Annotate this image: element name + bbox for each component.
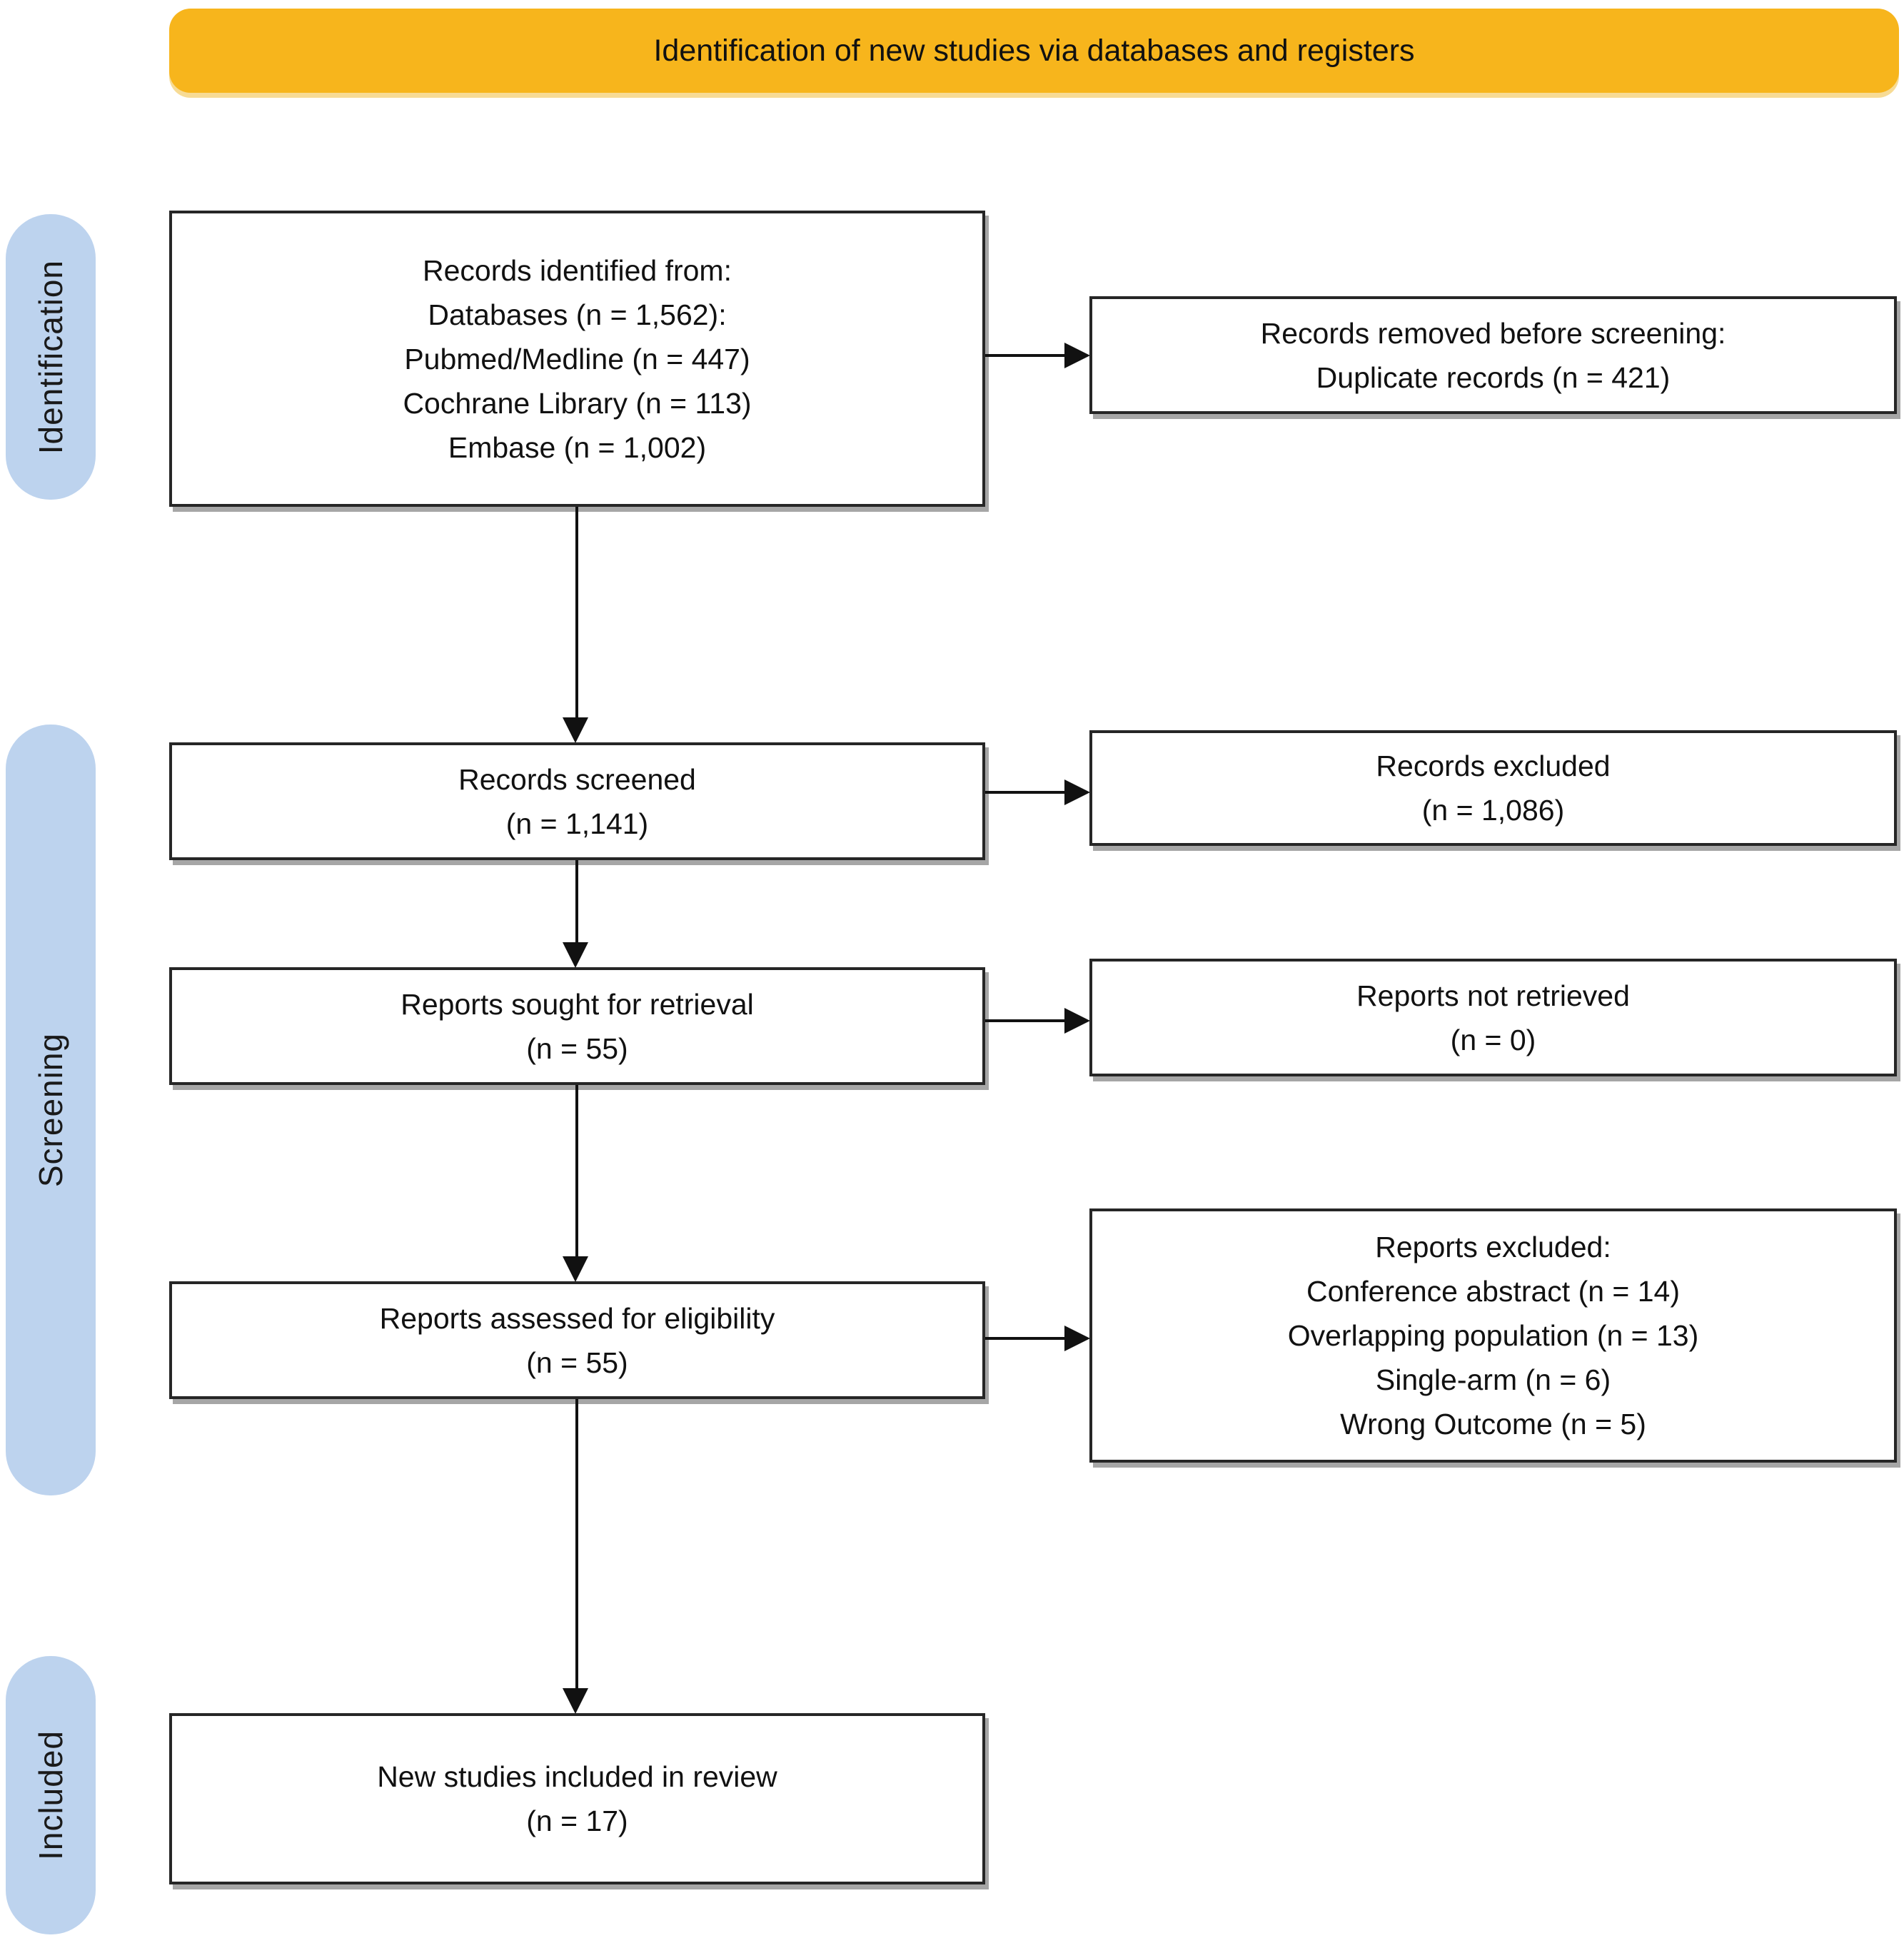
phase-label-text: Included [32, 1730, 69, 1860]
reports-excluded-box: Reports excluded: Conference abstract (n… [1089, 1208, 1897, 1463]
title-banner: Identification of new studies via databa… [169, 9, 1899, 93]
connector-assessed-to-repexcluded [985, 1337, 1067, 1340]
phase-label-text: Screening [32, 1032, 69, 1188]
reports-assessed-text: Reports assessed for eligibility (n = 55… [379, 1301, 775, 1379]
connector-screened-to-excluded [985, 791, 1067, 794]
records-screened-box: Records screened (n = 1,141) [169, 742, 985, 860]
phase-label-included: Included [6, 1656, 96, 1934]
reports-excluded-text: Reports excluded: Conference abstract (n… [1287, 1231, 1699, 1440]
diagram-title: Identification of new studies via databa… [653, 33, 1415, 68]
records-excluded-box: Records excluded (n = 1,086) [1089, 730, 1897, 846]
arrow-right-icon [1064, 343, 1090, 368]
reports-sought-box: Reports sought for retrieval (n = 55) [169, 967, 985, 1085]
reports-not-retrieved-box: Reports not retrieved (n = 0) [1089, 959, 1897, 1076]
arrow-down-icon [563, 942, 588, 968]
arrow-down-icon [563, 1256, 588, 1282]
phase-label-screening: Screening [6, 725, 96, 1495]
connector-assessed-to-included [575, 1399, 578, 1689]
new-studies-included-text: New studies included in review (n = 17) [377, 1760, 777, 1837]
connector-sought-to-assessed [575, 1085, 578, 1258]
arrow-down-icon [563, 1688, 588, 1714]
connector-screened-to-sought [575, 860, 578, 944]
new-studies-included-box: New studies included in review (n = 17) [169, 1713, 985, 1884]
arrow-right-icon [1064, 1008, 1090, 1034]
records-screened-text: Records screened (n = 1,141) [458, 762, 696, 840]
arrow-right-icon [1064, 1326, 1090, 1351]
phase-label-identification: Identification [6, 214, 96, 500]
phase-label-text: Identification [32, 259, 69, 455]
arrow-down-icon [563, 717, 588, 743]
records-removed-text: Records removed before screening: Duplic… [1260, 316, 1726, 394]
records-identified-text: Records identified from: Databases (n = … [403, 253, 752, 464]
reports-assessed-box: Reports assessed for eligibility (n = 55… [169, 1281, 985, 1399]
arrow-right-icon [1064, 779, 1090, 805]
records-excluded-text: Records excluded (n = 1,086) [1376, 750, 1611, 827]
records-removed-box: Records removed before screening: Duplic… [1089, 296, 1897, 414]
connector-sought-to-notretrieved [985, 1019, 1067, 1022]
reports-sought-text: Reports sought for retrieval (n = 55) [401, 987, 754, 1065]
reports-not-retrieved-text: Reports not retrieved (n = 0) [1356, 979, 1630, 1056]
records-identified-box: Records identified from: Databases (n = … [169, 211, 985, 507]
connector-identified-to-removed [985, 354, 1067, 357]
connector-identified-to-screened [575, 507, 578, 720]
